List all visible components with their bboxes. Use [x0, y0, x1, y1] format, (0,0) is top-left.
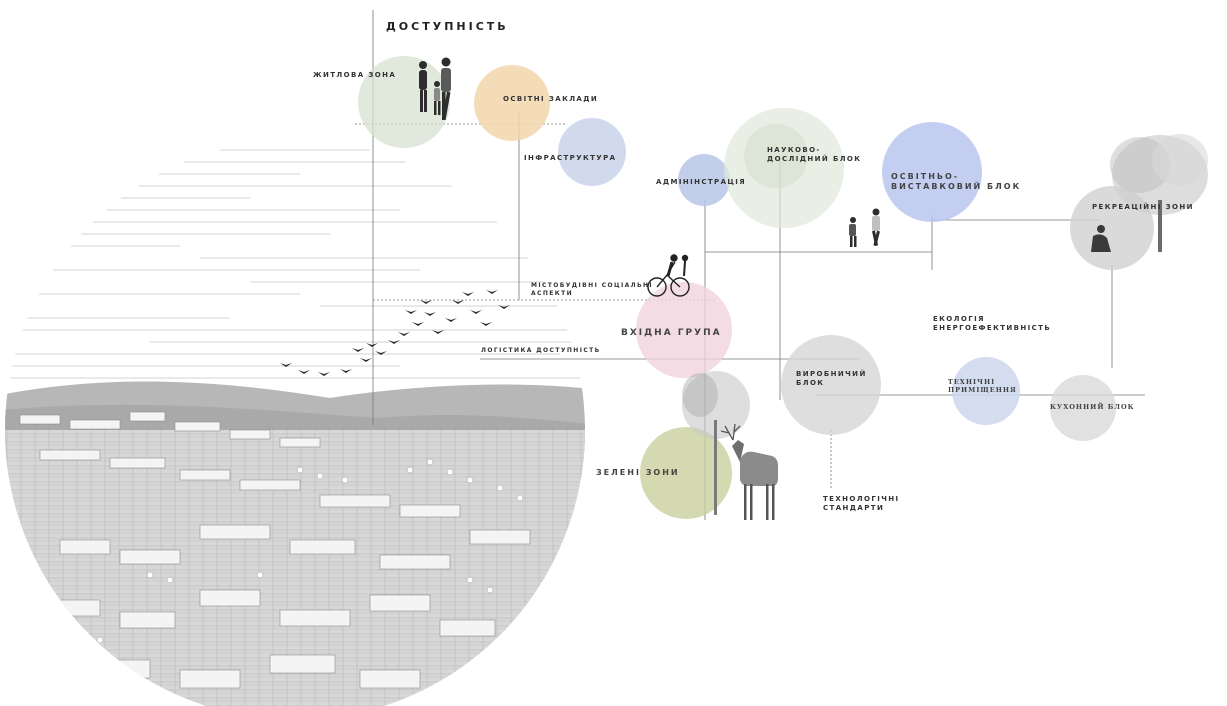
label-ekologiya-line1: ЕКОЛОГІЯ: [933, 315, 985, 323]
label-naukovo-line2: ДОСЛІДНИЙ БЛОК: [767, 154, 862, 163]
label-tekhnichni: ТЕХНІЧНІ ПРИМІЩЕННЯ: [948, 378, 1017, 394]
walking-children-silhouette: [849, 208, 880, 247]
label-mistobudivni-line1: МІСТОБУДІВНІ СОЦІАЛЬНІ: [531, 282, 654, 289]
bubble-tekhnichni: [952, 357, 1020, 425]
label-rekreatsiini: РЕКРЕАЦІЙНІ ЗОНИ: [1092, 203, 1194, 211]
label-tekhnolohichni-line1: ТЕХНОЛОГІЧНІ: [823, 495, 900, 503]
walking-family-silhouette: [419, 57, 451, 121]
label-ekologiya: ЕКОЛОГІЯ ЕНЕРГОЕФЕКТИВНІСТЬ: [933, 315, 1051, 333]
aerial-town-panorama: [5, 140, 585, 706]
label-vystavkovyi-line2: ВИСТАВКОВИЙ БЛОК: [891, 182, 1022, 191]
label-vkhidna: ВХІДНА ГРУПА: [621, 328, 722, 338]
label-mistobudivni-line2: АСПЕКТИ: [531, 289, 573, 297]
label-tekhnichni-line2: ПРИМІЩЕННЯ: [948, 386, 1017, 395]
bubble-kukhonnyi: [1050, 375, 1116, 441]
tree-silhouette: [1110, 134, 1208, 252]
label-vyrobnychyi: ВИРОБНИЧИЙ БЛОК: [796, 370, 867, 388]
tree-silhouette: [682, 371, 750, 515]
bubble-admin: [678, 154, 730, 206]
label-vystavkovyi-line1: ОСВІТНЬО-: [891, 172, 960, 181]
label-tekhnolohichni: ТЕХНОЛОГІЧНІ СТАНДАРТИ: [823, 495, 900, 513]
diagram-title: ДОСТУПНІСТЬ: [386, 20, 509, 33]
label-naukovo: НАУКОВО- ДОСЛІДНИЙ БЛОК: [767, 146, 861, 164]
bubble-osvitni: [474, 65, 550, 141]
label-mistobudivni: МІСТОБУДІВНІ СОЦІАЛЬНІ АСПЕКТИ: [531, 282, 653, 297]
label-vyrobnychyi-line1: ВИРОБНИЧИЙ: [796, 370, 867, 378]
label-tekhnolohichni-line2: СТАНДАРТИ: [823, 503, 885, 512]
bubble-zeleni: [640, 427, 732, 519]
label-tekhnichni-line1: ТЕХНІЧНІ: [948, 378, 996, 386]
label-osvitni: ОСВІТНІ ЗАКЛАДИ: [503, 95, 599, 103]
label-zhytlova: ЖИТЛОВА ЗОНА: [313, 71, 397, 79]
cyclist-silhouette: [647, 254, 690, 297]
bubble-naukovo-inner: [744, 124, 808, 188]
birds-flock: [280, 290, 510, 376]
label-kukhonnyi: КУХОННИЙ БЛОК: [1050, 403, 1135, 411]
label-admin: АДМІНІНСТРАЦІЯ: [656, 178, 747, 186]
bubble-infra: [558, 118, 626, 186]
label-vyrobnychyi-line2: БЛОК: [796, 378, 825, 387]
label-naukovo-line1: НАУКОВО-: [767, 146, 821, 154]
label-infra: ІНФРАСТРУКТУРА: [524, 154, 617, 162]
bubble-vyrobnychyi: [781, 335, 881, 435]
bubble-vkhidna: [636, 282, 732, 378]
label-zeleni: ЗЕЛЕНІ ЗОНИ: [596, 468, 680, 477]
label-logistyka: ЛОГІСТИКА ДОСТУПНІСТЬ: [481, 347, 601, 354]
bubble-vystavkovyi: [882, 122, 982, 222]
label-vystavkovyi: ОСВІТНЬО- ВИСТАВКОВИЙ БЛОК: [891, 172, 1021, 192]
deer-silhouette: [720, 423, 778, 520]
reading-person-silhouette: [1091, 225, 1111, 252]
label-ekologiya-line2: ЕНЕРГОЕФЕКТИВНІСТЬ: [933, 323, 1052, 332]
